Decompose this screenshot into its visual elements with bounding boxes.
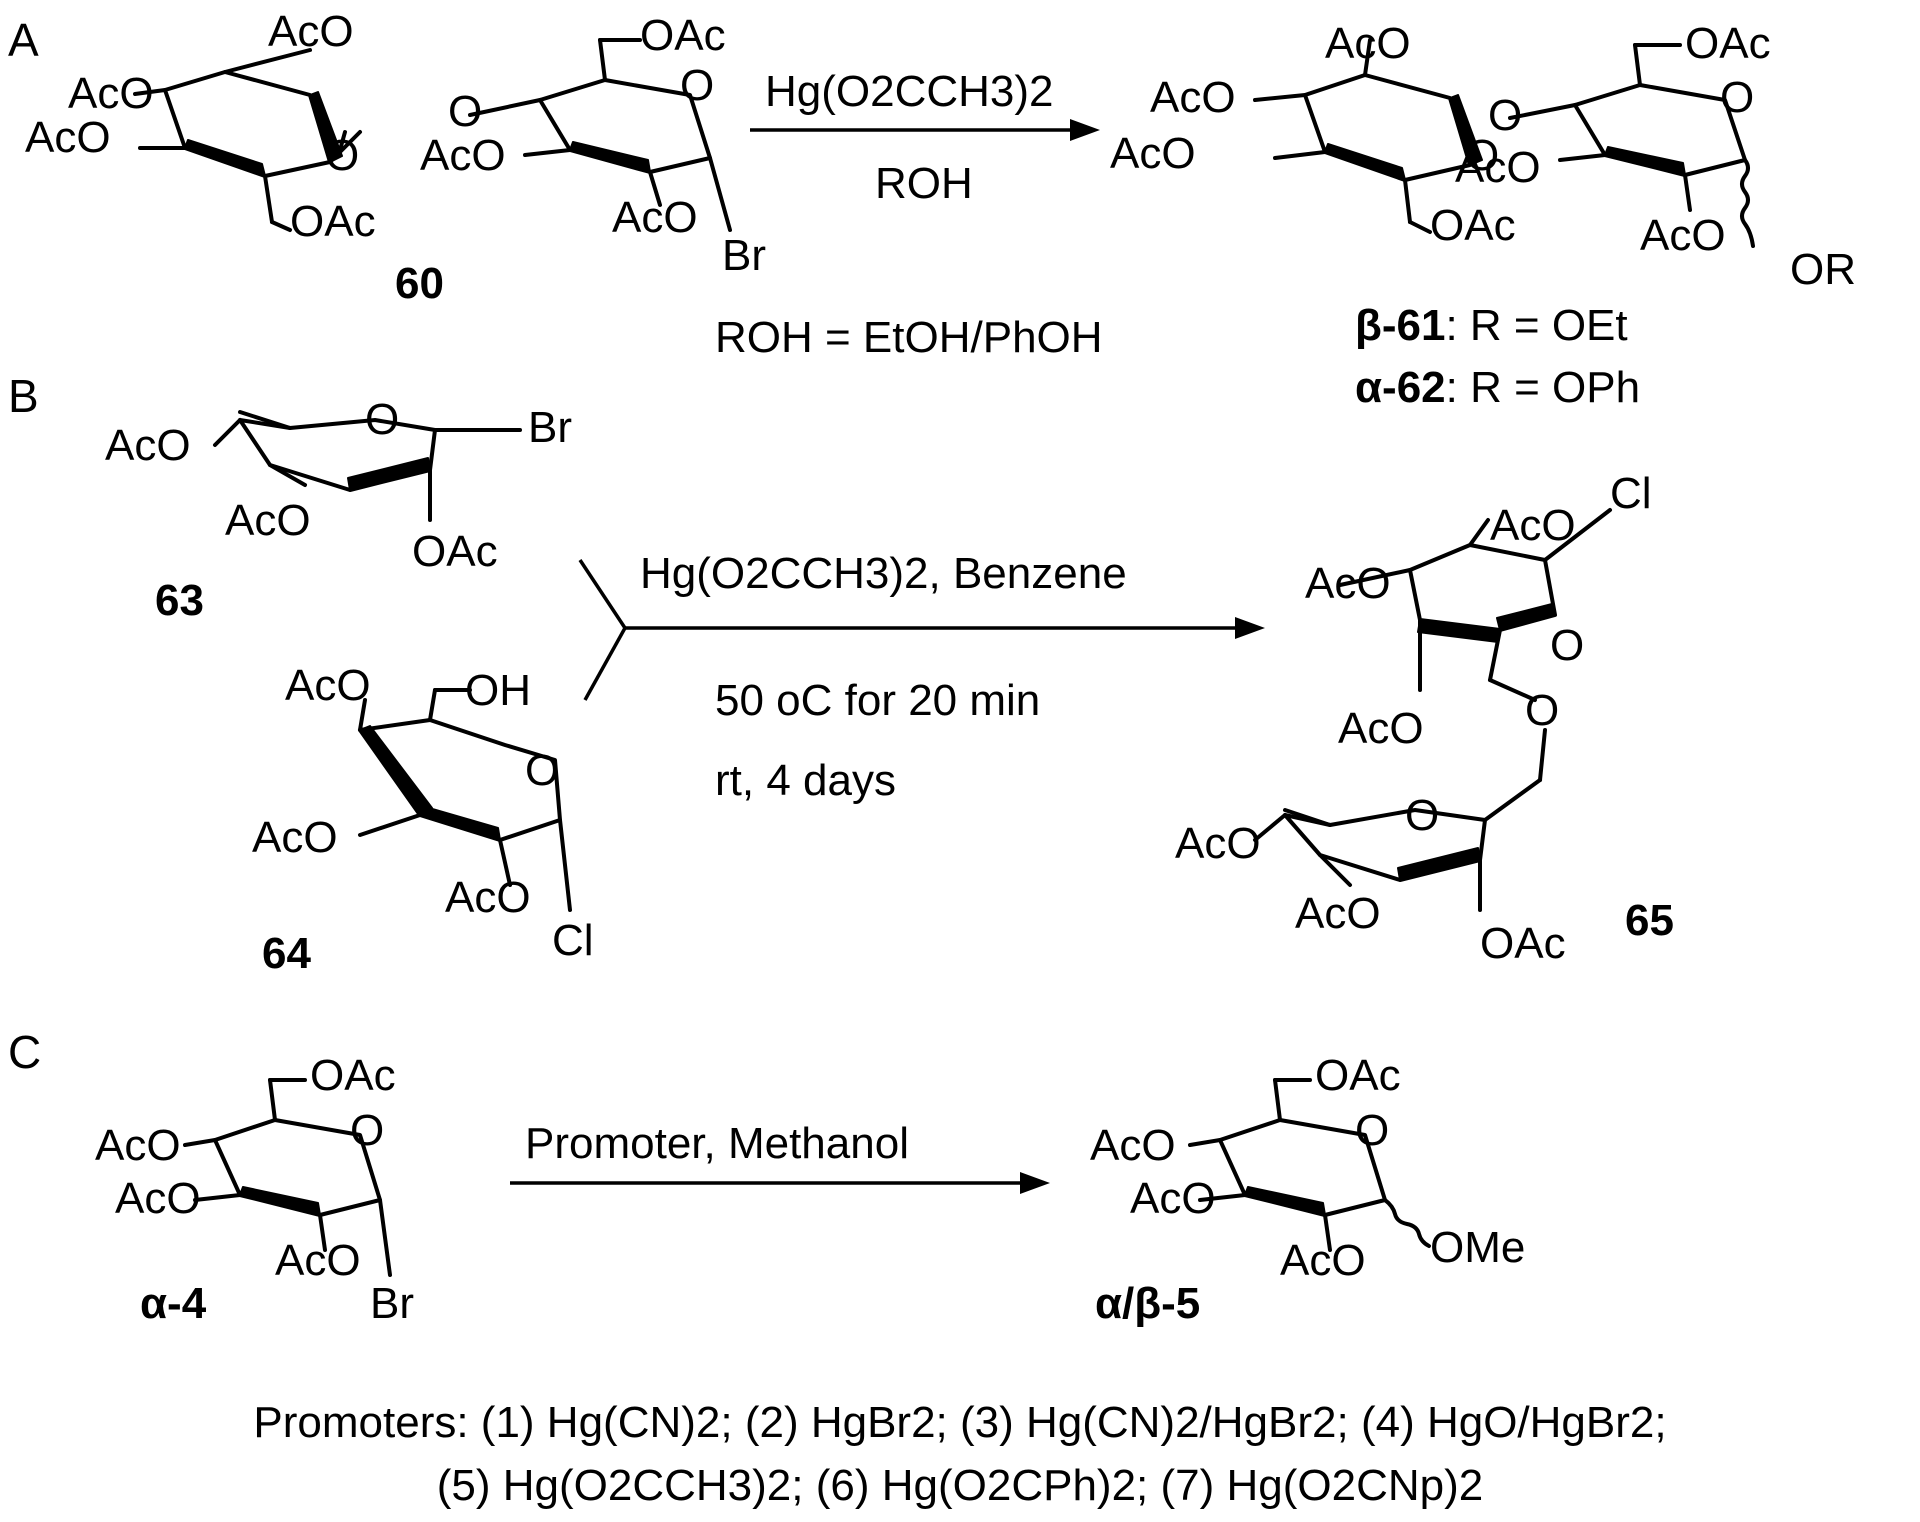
- group-aco: AcO: [105, 421, 191, 470]
- group-oac: OAc: [1430, 201, 1516, 250]
- chlorine: Cl: [1610, 469, 1652, 518]
- group-or: OR: [1790, 245, 1856, 294]
- group-aco: AcO: [612, 193, 698, 242]
- ring-oxygen: O: [1465, 131, 1499, 180]
- bromine: Br: [528, 403, 572, 452]
- group-aco: AcO: [1455, 143, 1541, 192]
- ring-oxygen: O: [1355, 1106, 1389, 1155]
- group-oac: OAc: [290, 197, 376, 246]
- promoters-line-1: Promoters: (1) Hg(CN)2; (2) HgBr2; (3) H…: [253, 1398, 1666, 1447]
- compound-label-64: 64: [262, 929, 311, 978]
- glycosidic-oxygen: O: [448, 87, 482, 136]
- group-aco: AcO: [1490, 501, 1576, 550]
- compound-64-structure: [358, 688, 572, 912]
- group-aco: AcO: [25, 113, 111, 162]
- group-aco: AcO: [1325, 19, 1411, 68]
- group-aco: AcO: [275, 1236, 361, 1285]
- compound-label-65: 65: [1625, 896, 1674, 945]
- compound-label-ab5: α/β-5: [1095, 1279, 1200, 1328]
- group-oac: OAc: [1685, 19, 1771, 68]
- product-62-id: α-62: [1355, 363, 1446, 412]
- group-aco: AcO: [1305, 559, 1391, 608]
- condition-temperature: 50 oC for 20 min: [715, 676, 1040, 725]
- panel-a: A AcO AcO AcO O OAc: [8, 7, 1856, 412]
- group-aco: AcO: [285, 661, 371, 710]
- product-61-desc: : R = OEt: [1445, 301, 1627, 350]
- compound-label-60: 60: [395, 259, 444, 308]
- compound-label-a4: α-4: [140, 1279, 207, 1328]
- group-aco: AcO: [1175, 819, 1261, 868]
- chlorine: Cl: [552, 916, 594, 965]
- condition-time: rt, 4 days: [715, 756, 896, 805]
- ring-oxygen: O: [525, 746, 559, 795]
- compound-a4-structure: [183, 1078, 392, 1277]
- group-oac: OAc: [412, 527, 498, 576]
- reaction-arrow-b-head: [1235, 617, 1265, 639]
- section-label-b: B: [8, 370, 39, 422]
- panel-b: B O Br AcO AcO OAc 63 AcO: [8, 370, 1674, 978]
- reagent-hg-benzene: Hg(O2CCH3)2, Benzene: [640, 549, 1127, 598]
- compound-ab5-structure: [1188, 1078, 1431, 1252]
- compound-63-structure: [213, 410, 522, 522]
- group-oac: OAc: [310, 1051, 396, 1100]
- group-oac: OAc: [1480, 919, 1566, 968]
- group-oac: AcO: [268, 7, 354, 56]
- ring-oxygen: O: [325, 131, 359, 180]
- convergence-line-bottom: [583, 627, 627, 701]
- product-62-desc: : R = OPh: [1446, 363, 1640, 412]
- promoters-line-2: (5) Hg(O2CCH3)2; (6) Hg(O2CPh)2; (7) Hg(…: [437, 1461, 1483, 1510]
- group-ome: OMe: [1430, 1223, 1525, 1272]
- roh-definition: ROH = EtOH/PhOH: [715, 313, 1103, 362]
- ring-oxygen: O: [1720, 73, 1754, 122]
- glycosidic-oxygen: O: [1525, 686, 1559, 735]
- group-aco: AcO: [445, 873, 531, 922]
- group-oac: OAc: [640, 11, 726, 60]
- group-aco: AcO: [252, 813, 338, 862]
- ring-oxygen: O: [680, 61, 714, 110]
- glycosidic-oxygen: O: [1488, 91, 1522, 140]
- group-oac: OAc: [1315, 1051, 1401, 1100]
- compound-label-63: 63: [155, 576, 204, 625]
- compound-60-structure: [133, 38, 732, 232]
- reagent-promoter-methanol: Promoter, Methanol: [525, 1119, 909, 1168]
- group-aco: AcO: [1640, 211, 1726, 260]
- group-aco: AcO: [1338, 704, 1424, 753]
- group-aco: AcO: [115, 1174, 201, 1223]
- ring-oxygen: O: [1550, 621, 1584, 670]
- reagent-roh: ROH: [875, 159, 973, 208]
- group-aco: AcO: [1280, 1236, 1366, 1285]
- compound-61-62-structure: [1253, 38, 1755, 248]
- reaction-arrow-a-head: [1070, 119, 1100, 141]
- product-61-id: β-61: [1355, 301, 1445, 350]
- ring-oxygen: O: [1405, 791, 1439, 840]
- bromine: Br: [722, 231, 766, 280]
- group-aco: AcO: [1110, 129, 1196, 178]
- group-aco: AcO: [1295, 889, 1381, 938]
- group-aco: AcO: [225, 496, 311, 545]
- convergence-line-top: [578, 559, 627, 629]
- panel-c: C OAc O AcO AcO AcO Br α-4 Promoter, Met…: [8, 1026, 1525, 1328]
- ring-oxygen: O: [350, 1106, 384, 1155]
- reaction-arrow-c-head: [1020, 1172, 1050, 1194]
- group-aco: AcO: [1130, 1174, 1216, 1223]
- section-label-c: C: [8, 1026, 41, 1078]
- group-oh: OH: [465, 666, 531, 715]
- group-aco: AcO: [1150, 73, 1236, 122]
- group-aco: AcO: [420, 131, 506, 180]
- compound-65-structure: [1253, 508, 1612, 912]
- group-aco: AcO: [1090, 1121, 1176, 1170]
- ring-oxygen: O: [365, 395, 399, 444]
- bromine: Br: [370, 1279, 414, 1328]
- product-62-line: α-62: R = OPh: [1355, 363, 1640, 412]
- product-61-line: β-61: R = OEt: [1355, 301, 1628, 350]
- group-aco: AcO: [68, 69, 154, 118]
- group-aco: AcO: [95, 1121, 181, 1170]
- reagent-hg-acetate: Hg(O2CCH3)2: [765, 67, 1054, 116]
- section-label-a: A: [8, 14, 39, 66]
